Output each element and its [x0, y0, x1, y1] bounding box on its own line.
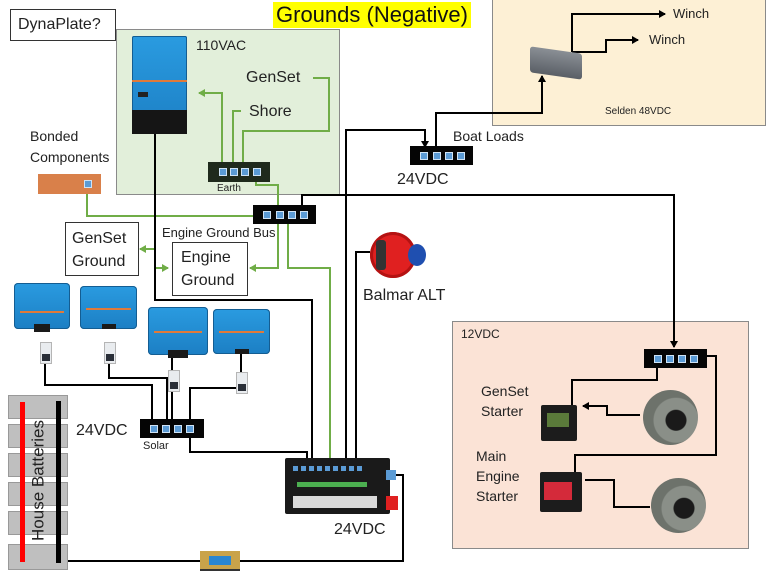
wire-genset-to-engine-ground: [154, 249, 169, 272]
dynaplate-box: DynaPlate?: [10, 9, 116, 41]
solar-controller-2: [80, 286, 137, 329]
wire-engine-bus-to-engine-ground: [249, 222, 279, 272]
solar-breaker-1: [40, 342, 52, 364]
wire-bonded-to-engine-bus: [86, 185, 255, 217]
boat-loads-label: Boat Loads: [453, 128, 524, 144]
earth-bus-bar: [208, 162, 270, 182]
ac-region-label: 110VAC: [196, 37, 247, 53]
wire-genset-alt-to-battery: [582, 402, 640, 416]
bonded-components-bus-bar: [38, 174, 101, 194]
wire-boat-loads-feed: [345, 129, 429, 460]
genset-ac-label: GenSet: [246, 69, 301, 86]
wire-selden-winch-1: [571, 10, 666, 52]
balmar-alternator: [368, 224, 426, 284]
positive-bus-bar: [20, 402, 25, 562]
genset-alternator: [643, 390, 698, 445]
battery-shunt: [200, 551, 240, 571]
genset-ground-line1: GenSet: [72, 230, 127, 247]
genset-ground-line2: Ground: [72, 253, 126, 270]
wire-balmar: [355, 251, 370, 460]
genset-starter-line2: Starter: [481, 403, 524, 419]
solar-breaker-3: [168, 370, 180, 392]
engine-ground-line2: Ground: [181, 272, 235, 289]
solar-controller-4: [213, 309, 270, 354]
wire-12v-bus-to-main-battery: [574, 355, 717, 472]
dynaplate-label: DynaPlate?: [18, 16, 101, 33]
wire-shore: [232, 110, 241, 166]
boat-loads-bus-bar: [410, 146, 473, 165]
bonded-label-line1: Bonded: [30, 128, 79, 144]
battery-voltage-label: 24VDC: [76, 422, 128, 439]
winch-1-label: Winch: [673, 6, 710, 21]
main-engine-alternator: [651, 478, 706, 533]
engine-ground-box: Engine Ground: [172, 242, 248, 296]
winch-2-label: Winch: [649, 32, 686, 47]
wire-boat-loads-to-selden: [435, 75, 546, 147]
engine-ground-bus-label: Engine Ground Bus: [162, 225, 276, 240]
wire-solar-mppt-4: [189, 352, 242, 420]
wire-earth-to-inverter: [198, 89, 223, 166]
dc12-region-label: 12VDC: [461, 327, 500, 341]
main-starter-line1: Main: [476, 448, 507, 464]
solar-breaker-2: [104, 342, 116, 364]
dc12-bus-bar: [644, 349, 707, 368]
lynx-voltage-label: 24VDC: [334, 521, 386, 538]
wire-solar-mppt-1: [44, 358, 153, 420]
balmar-label: Balmar ALT: [363, 287, 446, 304]
genset-starter-line1: GenSet: [481, 383, 529, 399]
wire-shunt-to-lynx: [240, 474, 404, 562]
solar-bus-bar: [140, 419, 204, 438]
page-title: Grounds (Negative): [273, 2, 471, 28]
solar-breaker-4: [236, 372, 248, 394]
earth-label: Earth: [217, 183, 241, 194]
engine-ground-bus-bar: [253, 205, 316, 224]
solar-controller-3: [148, 307, 208, 358]
main-starter-line3: Starter: [476, 488, 519, 504]
house-battery-bank: [8, 395, 68, 570]
wire-12v-bus-to-genset-battery: [571, 368, 658, 405]
solar-controller-1: [14, 283, 70, 332]
main-starter-line2: Engine: [476, 468, 520, 484]
selden-region-label: Selden 48VDC: [605, 106, 672, 117]
wire-engine-bus-to-12vdc: [301, 194, 678, 348]
solar-label: Solar: [143, 440, 169, 452]
genset-ground-box: GenSet Ground: [65, 222, 139, 276]
house-batteries-label: House Batteries: [28, 420, 48, 541]
wire-solar-mppt-2: [108, 358, 168, 420]
genset-starter-battery: [541, 405, 577, 441]
wire-genset-ac: [242, 77, 330, 166]
engine-ground-line1: Engine: [181, 249, 231, 266]
wire-engine-bus-to-lynx: [287, 222, 331, 460]
wire-selden-winch-2: [572, 36, 639, 53]
victron-inverter-charger: [132, 36, 187, 134]
negative-bus-bar: [56, 401, 61, 563]
bonded-label-line2: Components: [30, 149, 110, 165]
wire-main-alt-to-battery: [585, 479, 650, 508]
shore-label: Shore: [249, 103, 292, 120]
wire-inverter-to-lynx: [154, 132, 313, 460]
lynx-distributor: [285, 458, 398, 514]
main-engine-starter-battery: [540, 472, 582, 512]
wire-solar-to-lynx: [189, 438, 308, 460]
boat-loads-voltage: 24VDC: [397, 171, 449, 188]
